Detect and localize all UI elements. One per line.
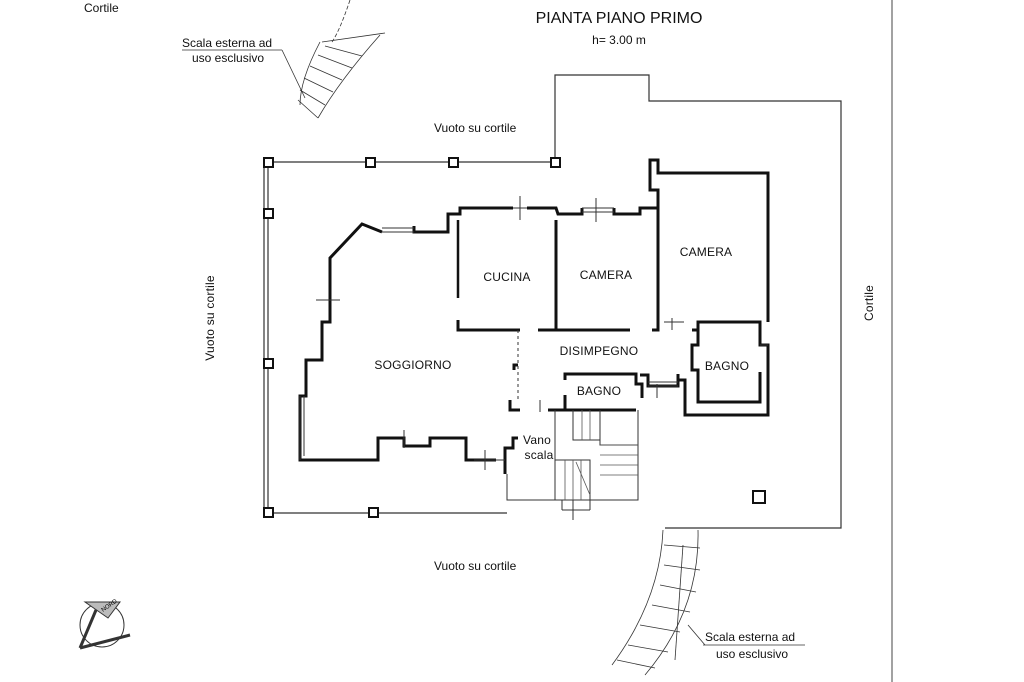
walls	[298, 158, 770, 474]
scala-esterna-label-top-1: Scala esterna ad	[182, 36, 273, 50]
pillars	[263, 157, 766, 518]
compass-rose-icon	[78, 601, 131, 650]
scala-esterna-label-top-2: uso esclusivo	[192, 51, 265, 65]
leader-lines	[182, 49, 805, 646]
room-camera-2: CAMERA	[679, 245, 733, 259]
room-soggiorno: SOGGIORNO	[374, 358, 452, 372]
vuoto-label-top: Vuoto su cortile	[434, 121, 517, 135]
room-camera-1: CAMERA	[579, 268, 633, 282]
internal-staircase	[564, 410, 638, 500]
external-stair-top	[297, 0, 386, 119]
cortile-label-top-left: Cortile	[84, 1, 119, 15]
plan-height: h= 3.00 m	[592, 33, 646, 47]
scala-esterna-label-bottom-1: Scala esterna ad	[705, 630, 796, 644]
room-vano-scala-1: Vano	[523, 433, 551, 447]
room-bagno-2: BAGNO	[704, 359, 750, 373]
vuoto-label-left: Vuoto su cortile	[203, 275, 217, 361]
room-vano-scala-2: scala	[524, 448, 554, 462]
scala-esterna-label-bottom-2: uso esclusivo	[716, 647, 789, 661]
cortile-label-right: Cortile	[862, 284, 876, 322]
vuoto-label-bottom: Vuoto su cortile	[434, 559, 517, 573]
room-disimpegno: DISIMPEGNO	[559, 344, 639, 358]
external-stair-bottom	[611, 529, 706, 676]
room-cucina: CUCINA	[483, 270, 531, 284]
plan-title: PIANTA PIANO PRIMO	[535, 10, 703, 27]
room-bagno-1: BAGNO	[576, 384, 622, 398]
